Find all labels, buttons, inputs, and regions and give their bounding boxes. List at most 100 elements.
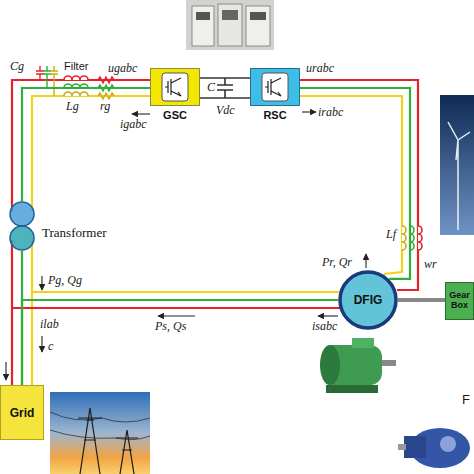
signal-label: rg xyxy=(100,100,110,112)
capacitor-symbol xyxy=(43,66,51,88)
current-arrow xyxy=(5,362,6,380)
current-arrow xyxy=(41,336,42,352)
wire xyxy=(32,96,150,385)
generator-photo xyxy=(320,338,396,393)
wire-bundle xyxy=(12,80,418,385)
power-arrow xyxy=(41,276,42,290)
resistor-symbol xyxy=(98,77,114,83)
signal-label: F xyxy=(462,392,470,407)
capacitor-symbol xyxy=(217,78,233,98)
node-label: Gear Box xyxy=(446,290,473,310)
wire xyxy=(32,291,340,293)
power-arrow xyxy=(158,315,195,316)
inductor-symbol xyxy=(64,76,88,96)
photo-frame xyxy=(186,0,274,50)
igbt-symbol xyxy=(265,78,281,96)
gear-housing xyxy=(404,436,426,458)
gear-shaft xyxy=(398,444,406,450)
inductor-symbol xyxy=(64,92,88,96)
signal-label: Filter xyxy=(64,60,88,72)
power-arrow xyxy=(365,254,366,268)
turbine-photo xyxy=(440,95,474,235)
stator-wire xyxy=(22,300,338,385)
igbt-symbol xyxy=(151,69,199,105)
motor-base xyxy=(326,385,378,393)
inductor-symbol xyxy=(402,226,406,250)
wire xyxy=(300,96,402,274)
signal-label: Lg xyxy=(66,100,79,112)
node-label: GSC xyxy=(151,109,199,121)
connector-layer xyxy=(22,78,445,385)
panel xyxy=(222,10,238,20)
winding-circle xyxy=(10,202,34,226)
drive-shaft xyxy=(398,298,445,302)
igbt-symbol xyxy=(251,69,299,105)
turbine-silhouette xyxy=(448,122,470,230)
signal-label: wr xyxy=(424,258,437,270)
signal-label: igabc xyxy=(120,118,147,130)
signal-label: c xyxy=(48,340,53,352)
inductor-symbol xyxy=(64,76,88,80)
gear-hub xyxy=(440,436,456,452)
signal-label: isabc xyxy=(312,320,337,332)
cabinet xyxy=(246,6,270,46)
terminal-box xyxy=(352,338,374,348)
dc-link-wire xyxy=(200,77,250,79)
capacitor-symbol xyxy=(36,66,44,80)
inductor-symbol xyxy=(418,226,422,250)
pylon xyxy=(78,408,138,474)
motor-end xyxy=(320,345,340,385)
converter-box: RSC xyxy=(250,68,300,106)
node-label: Grid xyxy=(1,406,43,420)
panel xyxy=(250,12,266,20)
wire xyxy=(300,80,418,290)
signal-label: irabc xyxy=(318,106,343,118)
gearbox-photo xyxy=(398,428,470,468)
photo-frame xyxy=(50,392,150,474)
signal-label: ugabc xyxy=(108,62,137,74)
current-arrow xyxy=(302,111,316,112)
grid-wire xyxy=(21,251,23,385)
signal-label: urabc xyxy=(306,62,334,74)
igbt-frame xyxy=(162,73,188,101)
igbt-symbol xyxy=(165,78,181,96)
flow-arrow xyxy=(6,112,366,380)
panel xyxy=(196,12,210,20)
capacitor-symbol xyxy=(36,66,58,96)
signal-label: C xyxy=(207,81,215,93)
lab-photo xyxy=(186,0,274,50)
power-line-photo xyxy=(50,392,150,474)
grid-wire xyxy=(22,88,150,201)
node-label: DFIG xyxy=(338,293,398,307)
current-arrow xyxy=(318,315,338,316)
node-label: RSC xyxy=(251,109,299,121)
wire xyxy=(12,307,340,309)
capacitor-symbol xyxy=(50,66,58,96)
rotor-wire xyxy=(300,88,410,279)
signal-label: Lf xyxy=(386,228,396,240)
transformer-outline xyxy=(10,201,34,251)
photo-frame xyxy=(440,95,474,235)
signal-label: Pg, Qg xyxy=(48,274,82,286)
gearbox-box: Gear Box xyxy=(445,282,474,320)
node-label: Transformer xyxy=(42,225,107,241)
signal-label: Cg xyxy=(10,60,24,72)
current-arrow xyxy=(132,113,150,114)
generator-circle: DFIG xyxy=(338,270,398,330)
cabinet xyxy=(218,4,242,46)
converter-box: GSC xyxy=(150,68,200,106)
resistor-symbol xyxy=(98,93,114,99)
motor-shaft xyxy=(382,360,396,366)
signal-label: Vdc xyxy=(216,104,235,116)
grid-box: Grid xyxy=(0,385,44,440)
power-line xyxy=(50,412,150,440)
winding-circle xyxy=(10,226,34,250)
inductor-symbol xyxy=(402,226,422,250)
signal-label: ilab xyxy=(40,318,59,330)
signal-label: Pr, Qr xyxy=(322,256,352,268)
cabinet xyxy=(192,6,214,46)
igbt-frame xyxy=(262,73,288,101)
transformer-symbol: Transformer xyxy=(10,201,34,251)
signal-label: Ps, Qs xyxy=(155,320,186,332)
